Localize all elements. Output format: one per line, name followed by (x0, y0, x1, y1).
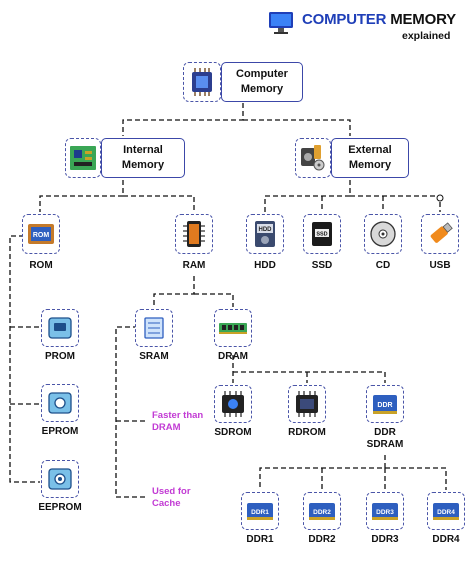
ddr-sdram-line1: DDR (374, 427, 396, 438)
cpu-chip-icon (192, 68, 212, 96)
dram-icon-frame (214, 309, 252, 347)
rdrom-icon-frame (288, 385, 326, 423)
circuit-board-icon (70, 146, 96, 170)
note-faster-line2: DRAM (152, 422, 181, 433)
usb-icon-frame (421, 214, 459, 254)
ddr1-chip-icon: DDR1 (247, 503, 273, 520)
hdd-icon-frame: HDD (246, 214, 284, 254)
ram-chip-icon (183, 221, 205, 247)
internal-memory-line2: Memory (121, 159, 165, 171)
sdrom-chip-icon (222, 391, 244, 417)
ddr-chip-icon: DDR (373, 395, 397, 414)
note-faster-than-dram: Faster than DRAM (152, 410, 203, 434)
usb-label: USB (429, 260, 451, 271)
hdd-icon-text: HDD (259, 227, 273, 233)
cd-label: CD (375, 260, 391, 271)
cd-disc-icon (370, 221, 396, 247)
computer-memory-node: Computer Memory (221, 62, 303, 102)
ddr3-label: DDR3 (371, 534, 399, 545)
sdrom-icon-frame (214, 385, 252, 423)
computer-memory-line1: Computer (236, 68, 288, 80)
internal-memory-node: Internal Memory (101, 138, 185, 178)
header: COMPUTER MEMORY explained (268, 8, 468, 48)
rom-chip-icon: ROM (28, 224, 54, 244)
external-memory-line2: Memory (348, 159, 392, 171)
eeprom-chip-icon (48, 468, 72, 490)
ddr2-label: DDR2 (308, 534, 336, 545)
ddr-sdram-icon-frame: DDR (366, 385, 404, 423)
computer-memory-icon-frame (183, 62, 221, 102)
prom-chip-icon (48, 317, 72, 339)
ssd-icon-frame: SSD (303, 214, 341, 254)
prom-label: PROM (45, 351, 75, 362)
ddr2-icon-frame: DDR2 (303, 492, 341, 530)
ddr2-chip-icon: DDR2 (309, 503, 335, 520)
cd-icon-frame (364, 214, 402, 254)
dram-module-icon (219, 323, 247, 334)
ram-label: RAM (182, 260, 206, 271)
ddr1-icon-frame: DDR1 (241, 492, 279, 530)
ddr-sdram-label: DDR SDRAM (360, 427, 410, 451)
eprom-label: EPROM (41, 426, 79, 437)
dram-label: DRAM (218, 351, 248, 362)
ram-icon-frame (175, 214, 213, 254)
monitor-icon (269, 12, 293, 34)
external-memory-line1: External (348, 144, 392, 156)
ddr4-label: DDR4 (432, 534, 460, 545)
external-memory-icon-frame (295, 138, 331, 178)
external-memory-node: External Memory (331, 138, 409, 178)
eprom-chip-icon (48, 392, 72, 414)
external-devices-icon (301, 145, 325, 171)
title-part-memory: MEMORY (390, 11, 456, 28)
page-subtitle: explained (402, 30, 451, 42)
sdrom-label: SDROM (214, 427, 252, 438)
rom-label: ROM (29, 260, 53, 271)
ddr3-chip-icon: DDR3 (372, 503, 398, 520)
ddr4-chip-text: DDR4 (437, 509, 455, 516)
note-used-for-cache: Used for Cache (152, 486, 191, 510)
internal-memory-icon-frame (65, 138, 101, 178)
hdd-icon: HDD (255, 221, 275, 247)
ddr4-chip-icon: DDR4 (433, 503, 459, 520)
note-cache-line1: Used for (152, 486, 191, 497)
sram-label: SRAM (139, 351, 169, 362)
ddr-chip-text: DDR (377, 402, 392, 409)
prom-icon-frame (41, 309, 79, 347)
sram-icon-frame (135, 309, 173, 347)
hdd-label: HDD (254, 260, 276, 271)
eeprom-icon-frame (41, 460, 79, 498)
usb-drive-icon (430, 222, 453, 243)
ddr4-icon-frame: DDR4 (427, 492, 465, 530)
rom-chip-text: ROM (33, 232, 50, 239)
sram-chip-icon (144, 317, 164, 339)
ssd-icon: SSD (312, 222, 332, 246)
page-title: COMPUTER MEMORY (302, 11, 456, 28)
note-cache-line2: Cache (152, 498, 181, 509)
rom-icon-frame: ROM (22, 214, 60, 254)
ddr3-chip-text: DDR3 (376, 509, 394, 516)
note-faster-line1: Faster than (152, 410, 204, 421)
eeprom-label: EEPROM (38, 502, 82, 513)
ddr-sdram-line2: SDRAM (366, 439, 404, 450)
computer-memory-line2: Memory (240, 83, 284, 95)
ddr1-chip-text: DDR1 (251, 509, 269, 516)
ddr1-label: DDR1 (246, 534, 274, 545)
eprom-icon-frame (41, 384, 79, 422)
ddr2-chip-text: DDR2 (313, 509, 331, 516)
ssd-icon-text: SSD (316, 232, 327, 238)
rdrom-label: RDROM (288, 427, 326, 438)
ssd-label: SSD (311, 260, 333, 271)
rdrom-chip-icon (296, 391, 318, 417)
internal-memory-line1: Internal (123, 144, 163, 156)
title-part-computer: COMPUTER (302, 11, 387, 28)
ddr3-icon-frame: DDR3 (366, 492, 404, 530)
